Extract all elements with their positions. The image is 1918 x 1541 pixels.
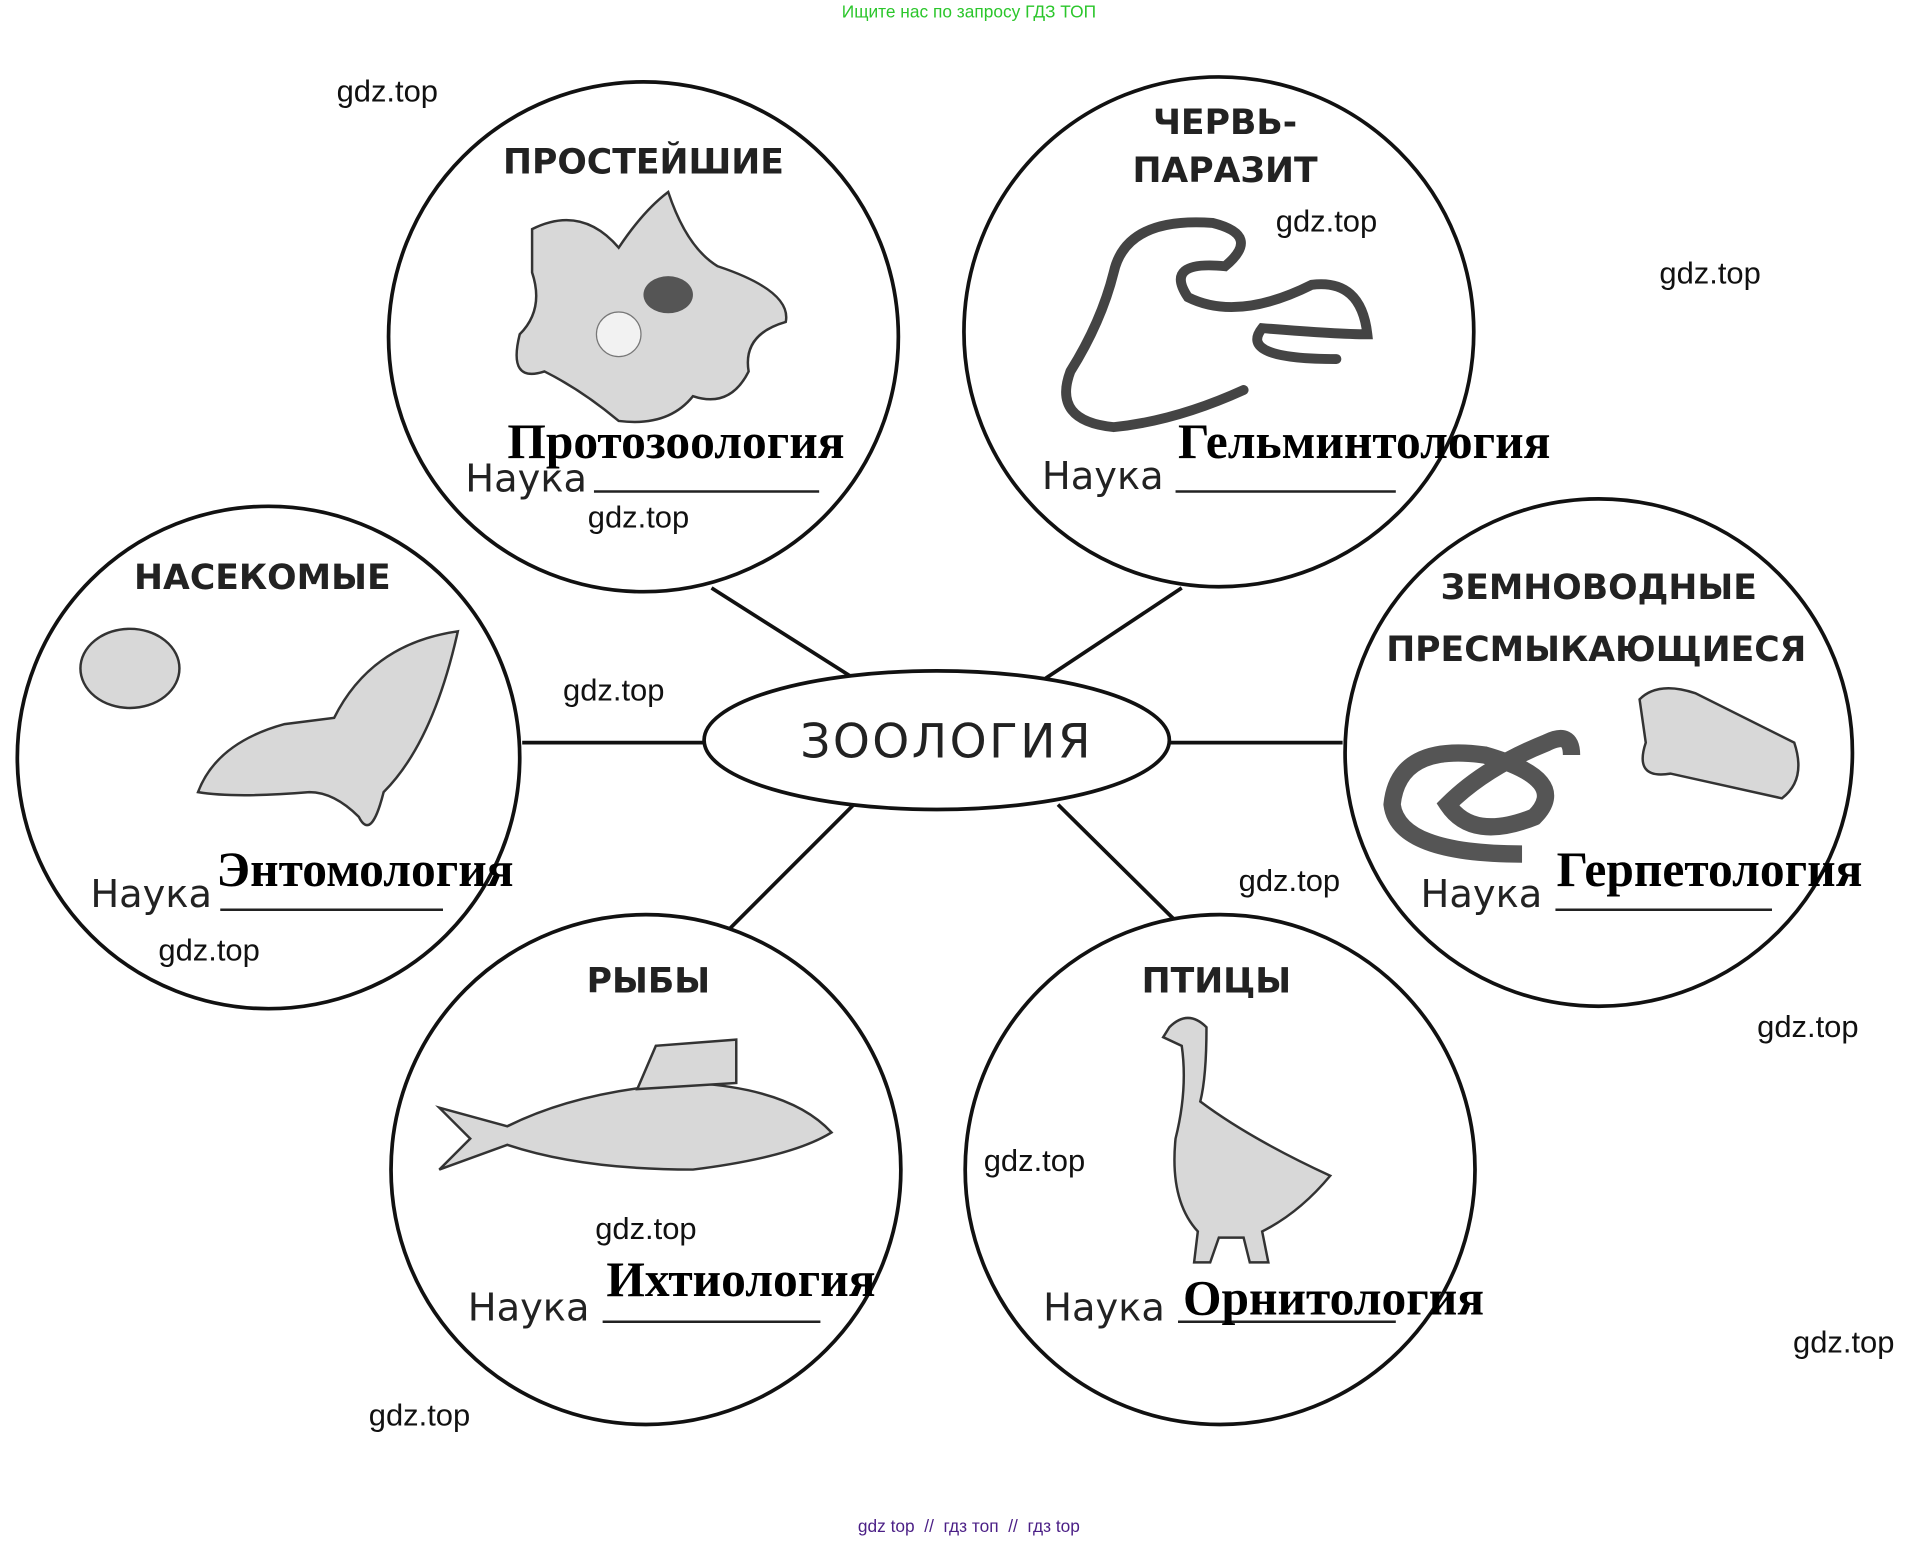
watermarks: gdz.top gdz.top gdz.top gdz.top gdz.top … xyxy=(158,74,1894,1433)
center-label: ЗООЛОГИЯ xyxy=(800,715,1093,770)
watermark: gdz.top xyxy=(1793,1325,1894,1360)
snake-icon xyxy=(1383,729,1581,863)
tapeworm-icon xyxy=(1061,217,1373,433)
node-birds: ПТИЦЫ Наука Орнитология xyxy=(963,912,1484,1427)
connectors xyxy=(522,586,1343,930)
header-note: Ищите нас по запросу ГДЗ ТОП xyxy=(842,2,1096,22)
node-amphibians-reptiles: ЗЕМНОВОДНЫЕ ПРЕСМЫКАЮЩИЕСЯ Наука Герпето… xyxy=(1343,497,1863,1009)
watermark: gdz.top xyxy=(1276,204,1377,239)
node-fish: РЫБЫ Наука Ихтиология xyxy=(389,912,903,1427)
node-insects: НАСЕКОМЫЕ Наука Энтомология xyxy=(15,504,522,1011)
science-label: Наука xyxy=(1043,1286,1165,1331)
watermark: gdz.top xyxy=(984,1143,1085,1178)
science-label: Наука xyxy=(1421,872,1543,917)
watermark: gdz.top xyxy=(158,932,259,967)
node-title: ПРЕСМЫКАЮЩИЕСЯ xyxy=(1386,630,1806,670)
watermark: gdz.top xyxy=(563,673,664,708)
watermark: gdz.top xyxy=(588,499,689,534)
node-title: НАСЕКОМЫЕ xyxy=(134,558,391,598)
watermark: gdz.top xyxy=(369,1398,470,1433)
node-title: ПАРАЗИТ xyxy=(1132,151,1318,191)
answer-text: Ихтиология xyxy=(606,1252,875,1307)
beetle-icon xyxy=(79,627,181,710)
node-protozoa: ПРОСТЕЙШИЕ Наука Протозоология xyxy=(386,80,901,594)
watermark: gdz.top xyxy=(337,74,438,109)
node-parasitic-worm: ЧЕРВЬ- ПАРАЗИТ Наука Гельминтология xyxy=(962,75,1550,589)
goose-icon xyxy=(1161,1016,1333,1264)
watermark: gdz.top xyxy=(1659,256,1760,291)
center-node: ЗООЛОГИЯ xyxy=(702,669,1172,812)
fish-icon xyxy=(435,1081,834,1171)
footer-note: gdz top // гдз топ // гдз top xyxy=(858,1516,1080,1536)
answer-text: Герпетология xyxy=(1557,842,1863,897)
node-title: ПТИЦЫ xyxy=(1142,962,1292,1002)
science-label: Наука xyxy=(90,872,212,917)
watermark: gdz.top xyxy=(595,1211,696,1246)
answer-text: Протозоология xyxy=(507,414,844,469)
science-label: Наука xyxy=(1042,454,1164,499)
science-label: Наука xyxy=(465,456,587,501)
node-title: ПРОСТЕЙШИЕ xyxy=(503,140,784,182)
butterfly-icon xyxy=(196,629,460,827)
watermark: gdz.top xyxy=(1757,1009,1858,1044)
answer-text: Энтомология xyxy=(217,842,514,897)
node-title: ЧЕРВЬ- xyxy=(1153,103,1297,143)
node-title: РЫБЫ xyxy=(587,962,711,1002)
answer-text: Орнитология xyxy=(1183,1270,1484,1325)
watermark: gdz.top xyxy=(1239,863,1340,898)
science-label: Наука xyxy=(468,1286,590,1331)
node-title: ЗЕМНОВОДНЫЕ xyxy=(1441,568,1757,608)
answer-text: Гельминтология xyxy=(1178,414,1550,469)
frog-icon xyxy=(1638,686,1800,800)
